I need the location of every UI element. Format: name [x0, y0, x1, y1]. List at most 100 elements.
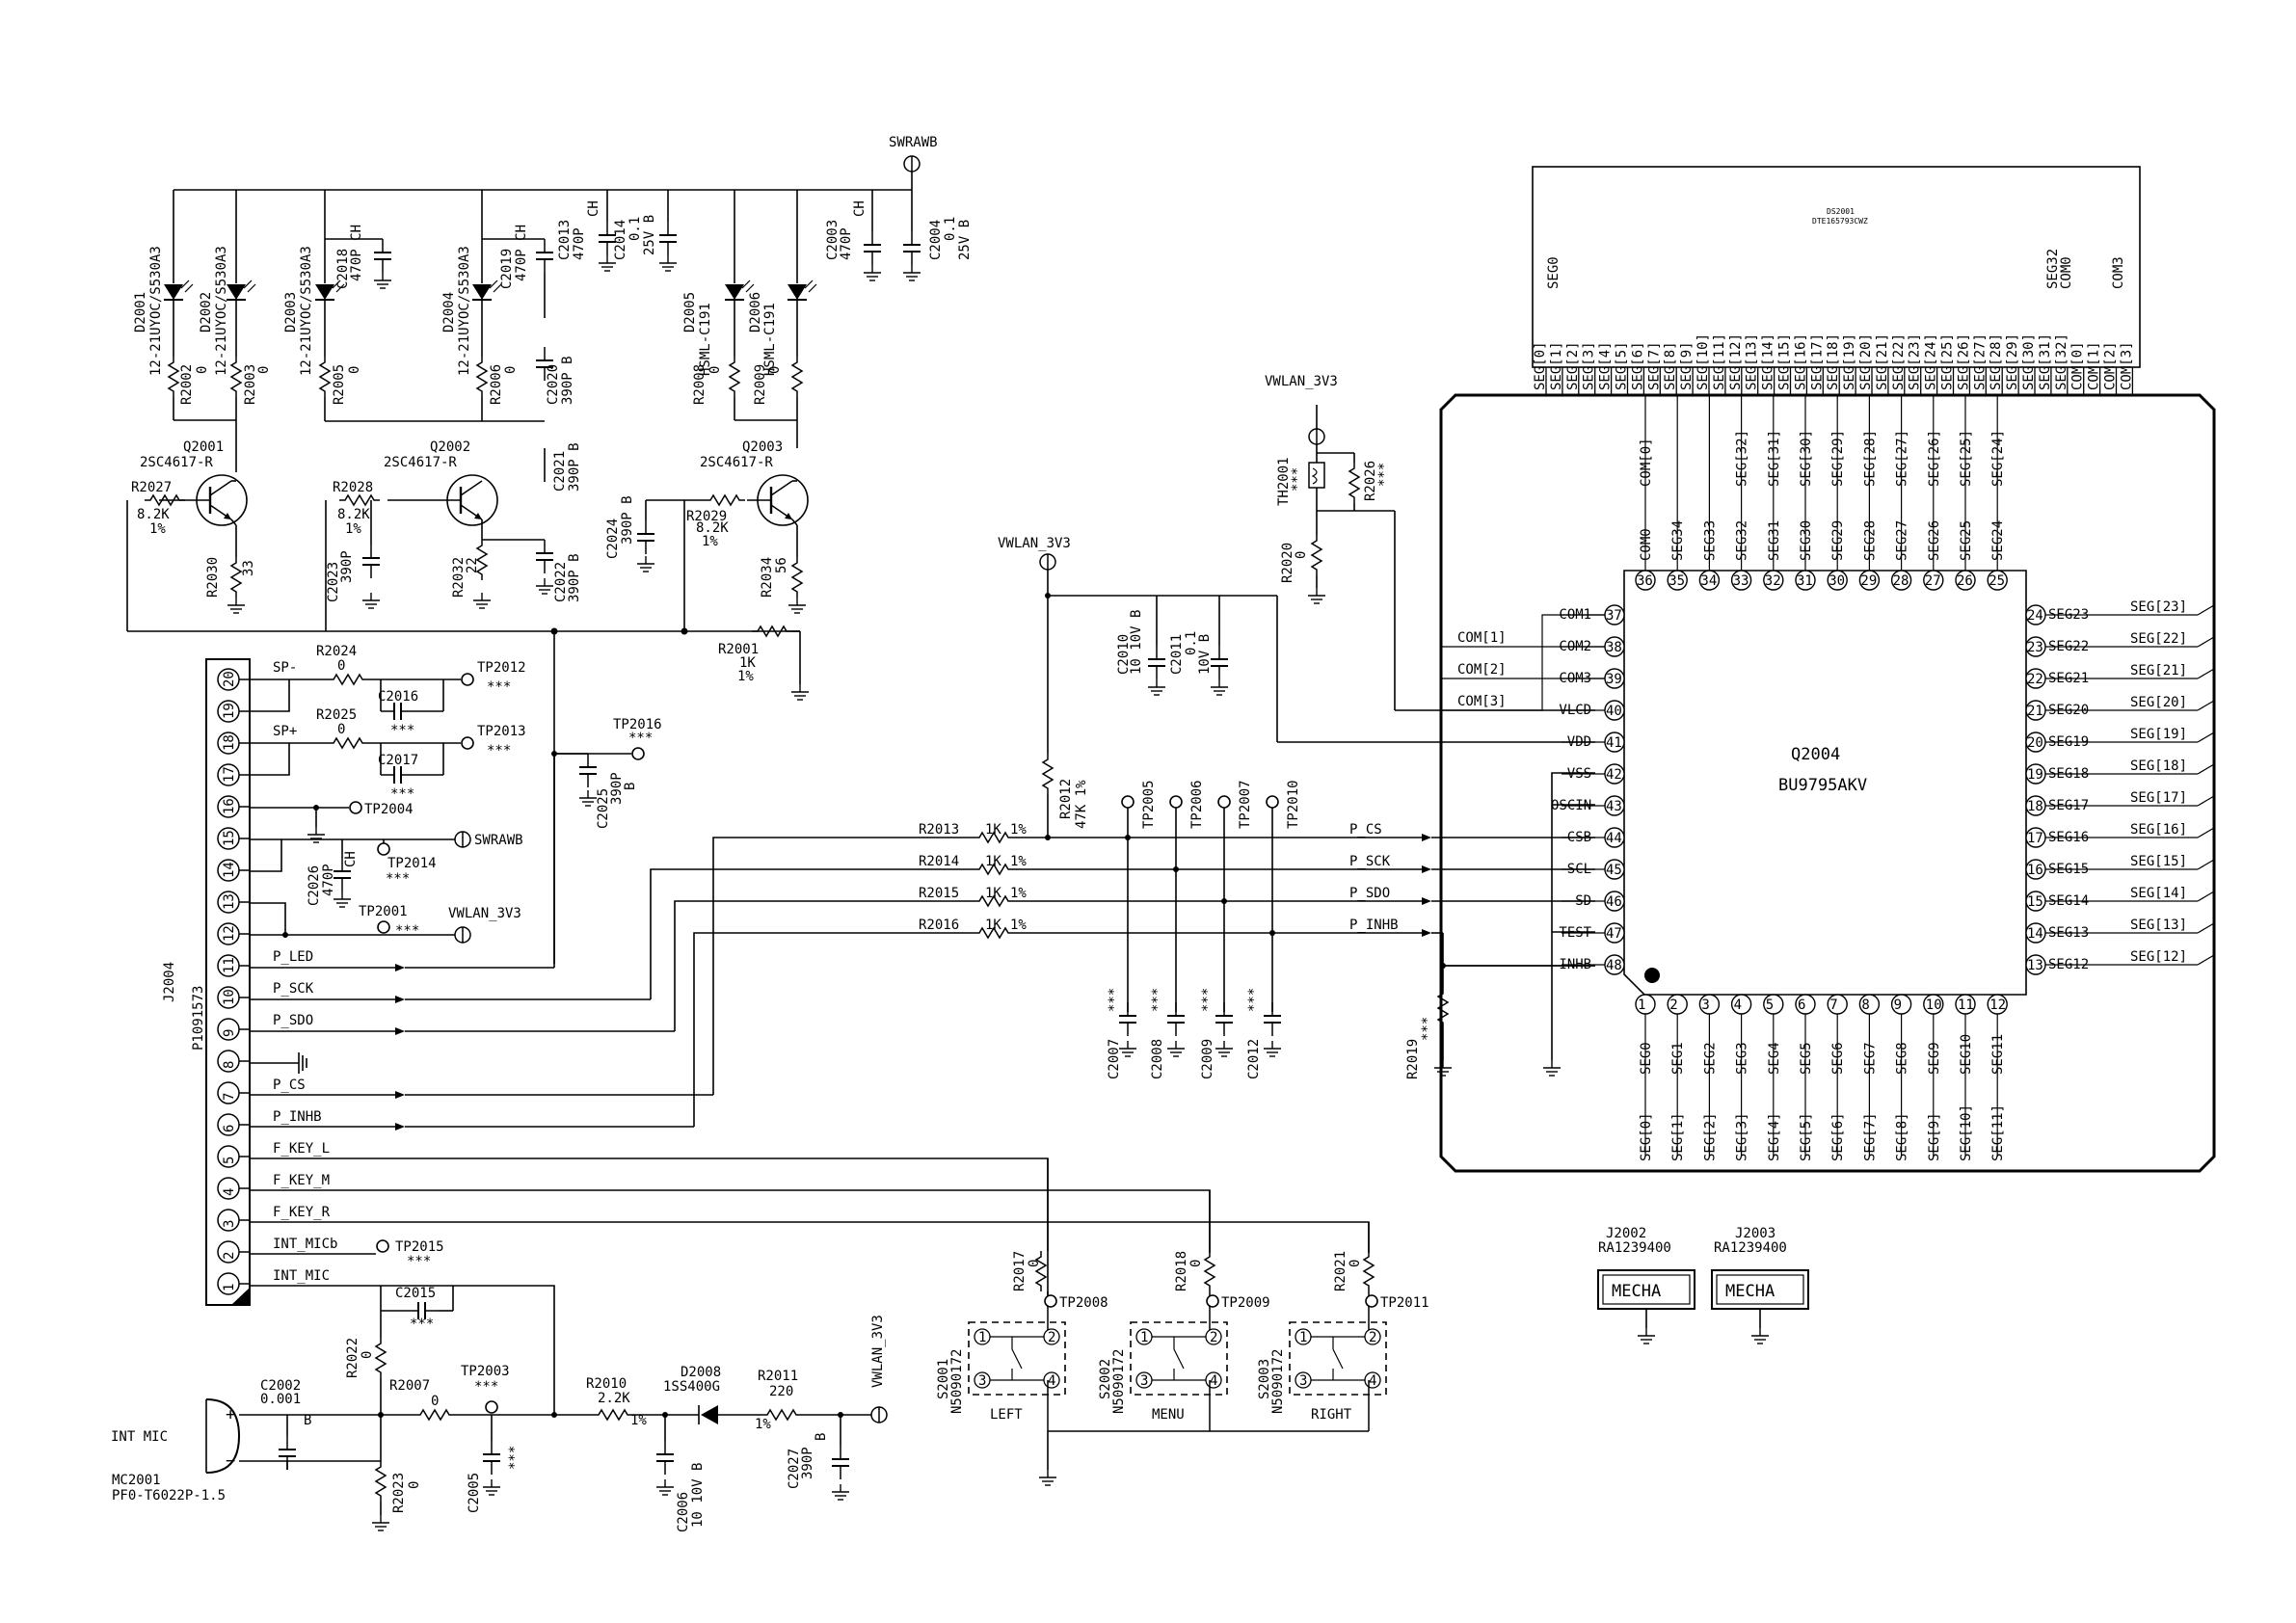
lcd-pin-label: COM[2]	[2103, 341, 2119, 390]
svg-text:45: 45	[1606, 863, 1622, 878]
svg-text:2: 2	[1369, 1330, 1376, 1345]
mecha-j2002: J2002 RA1239400 MECHA	[1597, 1226, 1695, 1344]
svg-text:23: 23	[2027, 640, 2043, 655]
svg-text:F_KEY_L: F_KEY_L	[273, 1141, 330, 1157]
svg-text:C2015: C2015	[395, 1286, 436, 1301]
svg-text:D2008: D2008	[681, 1365, 721, 1380]
svg-text:0: 0	[347, 366, 362, 374]
mecha-section: J2002 RA1239400 MECHA J2003 RA1239400 ME…	[1597, 1226, 1809, 1344]
svg-text:TP2009: TP2009	[1221, 1295, 1270, 1311]
svg-text:R2008: R2008	[692, 364, 707, 405]
svg-text:R2018: R2018	[1174, 1251, 1189, 1291]
svg-text:D2003: D2003	[283, 292, 299, 333]
svg-text:3: 3	[1140, 1373, 1148, 1389]
svg-text:SEG[22]: SEG[22]	[2130, 631, 2187, 647]
connector-pin-number: 13	[222, 893, 237, 910]
svg-text:INT_MICb: INT_MICb	[273, 1237, 337, 1252]
svg-text:0.001: 0.001	[260, 1392, 301, 1407]
svg-text:2SC4617-R: 2SC4617-R	[384, 455, 457, 470]
svg-text:SEG[9]: SEG[9]	[1927, 1112, 1942, 1161]
svg-text:P1091573: P1091573	[191, 986, 206, 1051]
connector-pin-number: 16	[222, 798, 237, 814]
svg-text:COM[3]: COM[3]	[1457, 694, 1507, 709]
svg-text:SEG26: SEG26	[1927, 520, 1942, 561]
svg-text:25V B: 25V B	[642, 215, 657, 255]
svg-text:SEG28: SEG28	[1862, 520, 1878, 561]
svg-text:4: 4	[1734, 998, 1742, 1013]
svg-text:1%: 1%	[755, 1417, 771, 1432]
svg-text:36: 36	[1637, 573, 1653, 589]
svg-text:SEG0: SEG0	[1546, 256, 1562, 289]
svg-text:C2007: C2007	[1107, 1039, 1122, 1079]
svg-text:P_INHB: P_INHB	[1349, 918, 1399, 933]
svg-text:390P B: 390P B	[620, 495, 635, 545]
svg-text:C2009: C2009	[1200, 1039, 1215, 1079]
svg-text:J2002: J2002	[1606, 1226, 1646, 1241]
svg-text:28: 28	[1893, 573, 1909, 589]
svg-text:VWLAN_3V3: VWLAN_3V3	[448, 906, 521, 921]
lcd-pin-label: SEG[20]	[1858, 333, 1874, 390]
svg-text:15: 15	[2027, 894, 2043, 910]
svg-text:TP2006: TP2006	[1189, 780, 1205, 829]
svg-text:B: B	[304, 1413, 311, 1428]
svg-text:4: 4	[1210, 1373, 1217, 1389]
svg-text:1%: 1%	[630, 1413, 647, 1428]
svg-text:8.2K: 8.2K	[137, 507, 170, 522]
svg-text:SEG[0]: SEG[0]	[1639, 1112, 1654, 1161]
lcd-pin-label: SEG[21]	[1875, 333, 1890, 390]
svg-text:TP2008: TP2008	[1059, 1295, 1108, 1311]
connector-pin-number: 7	[222, 1093, 237, 1101]
lcd-pin-label: SEG[14]	[1761, 333, 1776, 390]
svg-text:10: 10	[1926, 998, 1942, 1013]
svg-text:C2003: C2003	[825, 220, 841, 260]
svg-text:0: 0	[337, 658, 345, 674]
svg-text:COM0: COM0	[2059, 256, 2074, 289]
svg-text:BU9795AKV: BU9795AKV	[1778, 776, 1867, 795]
lcd-pin-label: SEG[17]	[1809, 333, 1825, 390]
svg-text:C2004: C2004	[928, 220, 944, 260]
connector-pin-number: 20	[222, 671, 237, 687]
lcd-pin-label: COM[0]	[2070, 341, 2086, 390]
svg-text:0: 0	[1188, 1260, 1204, 1267]
svg-text:***: ***	[1246, 988, 1262, 1012]
svg-text:0: 0	[337, 722, 345, 737]
svg-text:2: 2	[1210, 1330, 1217, 1345]
svg-text:C2022: C2022	[553, 562, 569, 602]
svg-text:1%: 1%	[737, 669, 754, 684]
led-driver-section: SWRAWB D2001 12-21UYOC/S530A3 D2002 12-2…	[126, 135, 973, 964]
svg-text:R2022: R2022	[345, 1338, 360, 1378]
svg-text:VWLAN_3V3: VWLAN_3V3	[998, 536, 1071, 551]
lcd-pin-label: SEG[10]	[1695, 333, 1711, 390]
connector-pin-number: 6	[222, 1125, 237, 1132]
svg-text:12-21UYOC/S530A3: 12-21UYOC/S530A3	[214, 246, 229, 376]
svg-text:−: −	[226, 1451, 235, 1471]
svg-text:3: 3	[1299, 1373, 1307, 1389]
svg-text:390P B: 390P B	[567, 553, 582, 602]
svg-text:N5090172: N5090172	[1270, 1349, 1286, 1414]
svg-text:0: 0	[360, 1351, 375, 1359]
connector-pin-number: 2	[222, 1252, 237, 1260]
svg-text:INT MIC: INT MIC	[111, 1429, 168, 1445]
svg-text:SEG31: SEG31	[1767, 520, 1782, 561]
svg-text:***: ***	[628, 731, 653, 746]
svg-text:SEG[8]: SEG[8]	[1895, 1112, 1910, 1161]
svg-text:R2020: R2020	[1280, 543, 1295, 583]
svg-text:COM[2]: COM[2]	[1457, 662, 1507, 678]
svg-text:R2026: R2026	[1363, 461, 1378, 501]
svg-text:3: 3	[978, 1373, 986, 1389]
svg-text:SEG[2]: SEG[2]	[1702, 1112, 1718, 1161]
svg-text:R2024: R2024	[316, 644, 357, 659]
svg-text:MENU: MENU	[1152, 1407, 1185, 1423]
svg-text:C2025: C2025	[596, 788, 611, 829]
svg-text:SEG3: SEG3	[1735, 1042, 1750, 1075]
connector-pin-number: 18	[222, 734, 237, 751]
svg-text:Q2004: Q2004	[1791, 745, 1840, 764]
svg-text:SEG32: SEG32	[2045, 249, 2061, 289]
svg-text:390P: 390P	[339, 550, 355, 583]
svg-text:0: 0	[431, 1394, 439, 1409]
svg-text:R2010: R2010	[586, 1376, 627, 1392]
svg-text:SEG29: SEG29	[1830, 520, 1846, 561]
svg-text:R2025: R2025	[316, 707, 357, 723]
svg-text:44: 44	[1606, 831, 1622, 846]
svg-text:DS2001: DS2001	[1827, 207, 1855, 216]
